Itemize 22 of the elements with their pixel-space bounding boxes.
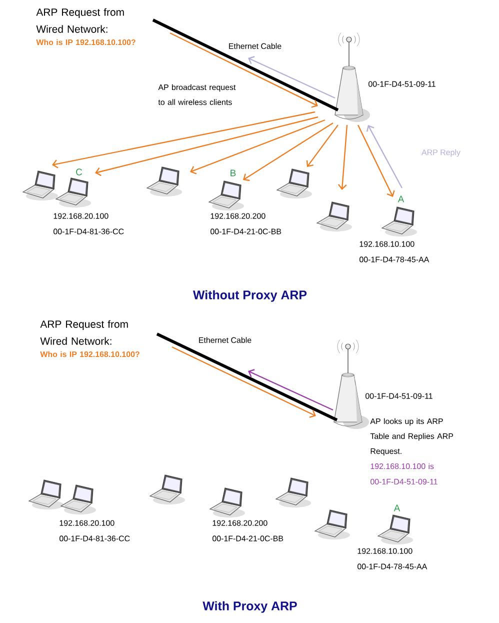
ethernet-cable [152,18,339,112]
client-letter: C [76,168,82,176]
ethernet-cable [156,332,338,422]
heading-text: ARP Request from Wired Network: [36,8,124,33]
client-letter: A [394,504,400,512]
arrow [338,124,348,190]
arrow [306,124,338,167]
arrow [52,111,316,168]
arrow [248,56,336,99]
arrow [172,346,316,418]
arrow [95,116,318,176]
panel-title: With Proxy ARP [202,601,297,613]
client-letter: B [230,170,236,176]
arrow [357,124,395,197]
heading-text: ARP Request from Wired Network: [40,320,128,345]
arrow [366,125,403,188]
arrow [248,369,334,411]
arrow [170,32,318,108]
arrow [190,119,326,174]
arrow [243,122,334,182]
client-letter: A [398,196,404,202]
panel-title: Without Proxy ARP [193,290,307,302]
